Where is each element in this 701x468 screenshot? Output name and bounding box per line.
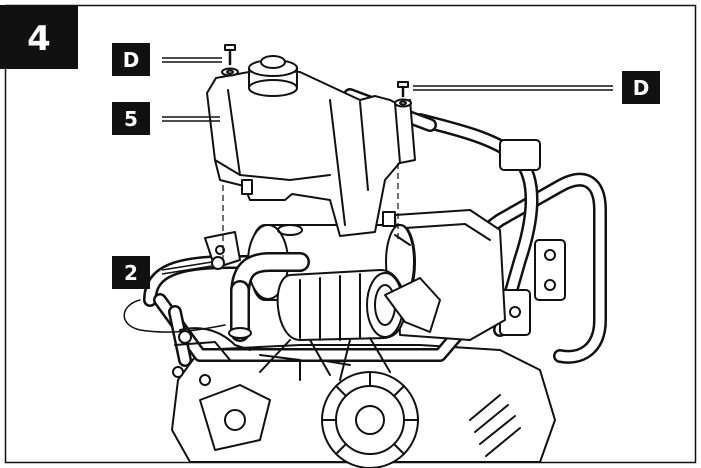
leader-lines <box>161 57 613 275</box>
bolt-d-right <box>394 81 412 108</box>
callout-part-2: 2 <box>112 256 150 289</box>
callout-part-2-label: 2 <box>124 261 138 285</box>
alignment-lines <box>222 163 399 260</box>
callout-d-left-label: D <box>123 48 140 72</box>
callout-d-right-label: D <box>633 76 650 100</box>
step-number: 4 <box>27 19 51 59</box>
callout-d-right: D <box>622 71 660 104</box>
step-badge: 4 <box>0 5 78 69</box>
bolt-d-left <box>221 44 239 77</box>
callout-d-left: D <box>112 43 150 76</box>
machine-illustration <box>123 44 607 468</box>
callout-part-5: 5 <box>112 102 150 135</box>
callout-part-5-label: 5 <box>124 107 138 131</box>
